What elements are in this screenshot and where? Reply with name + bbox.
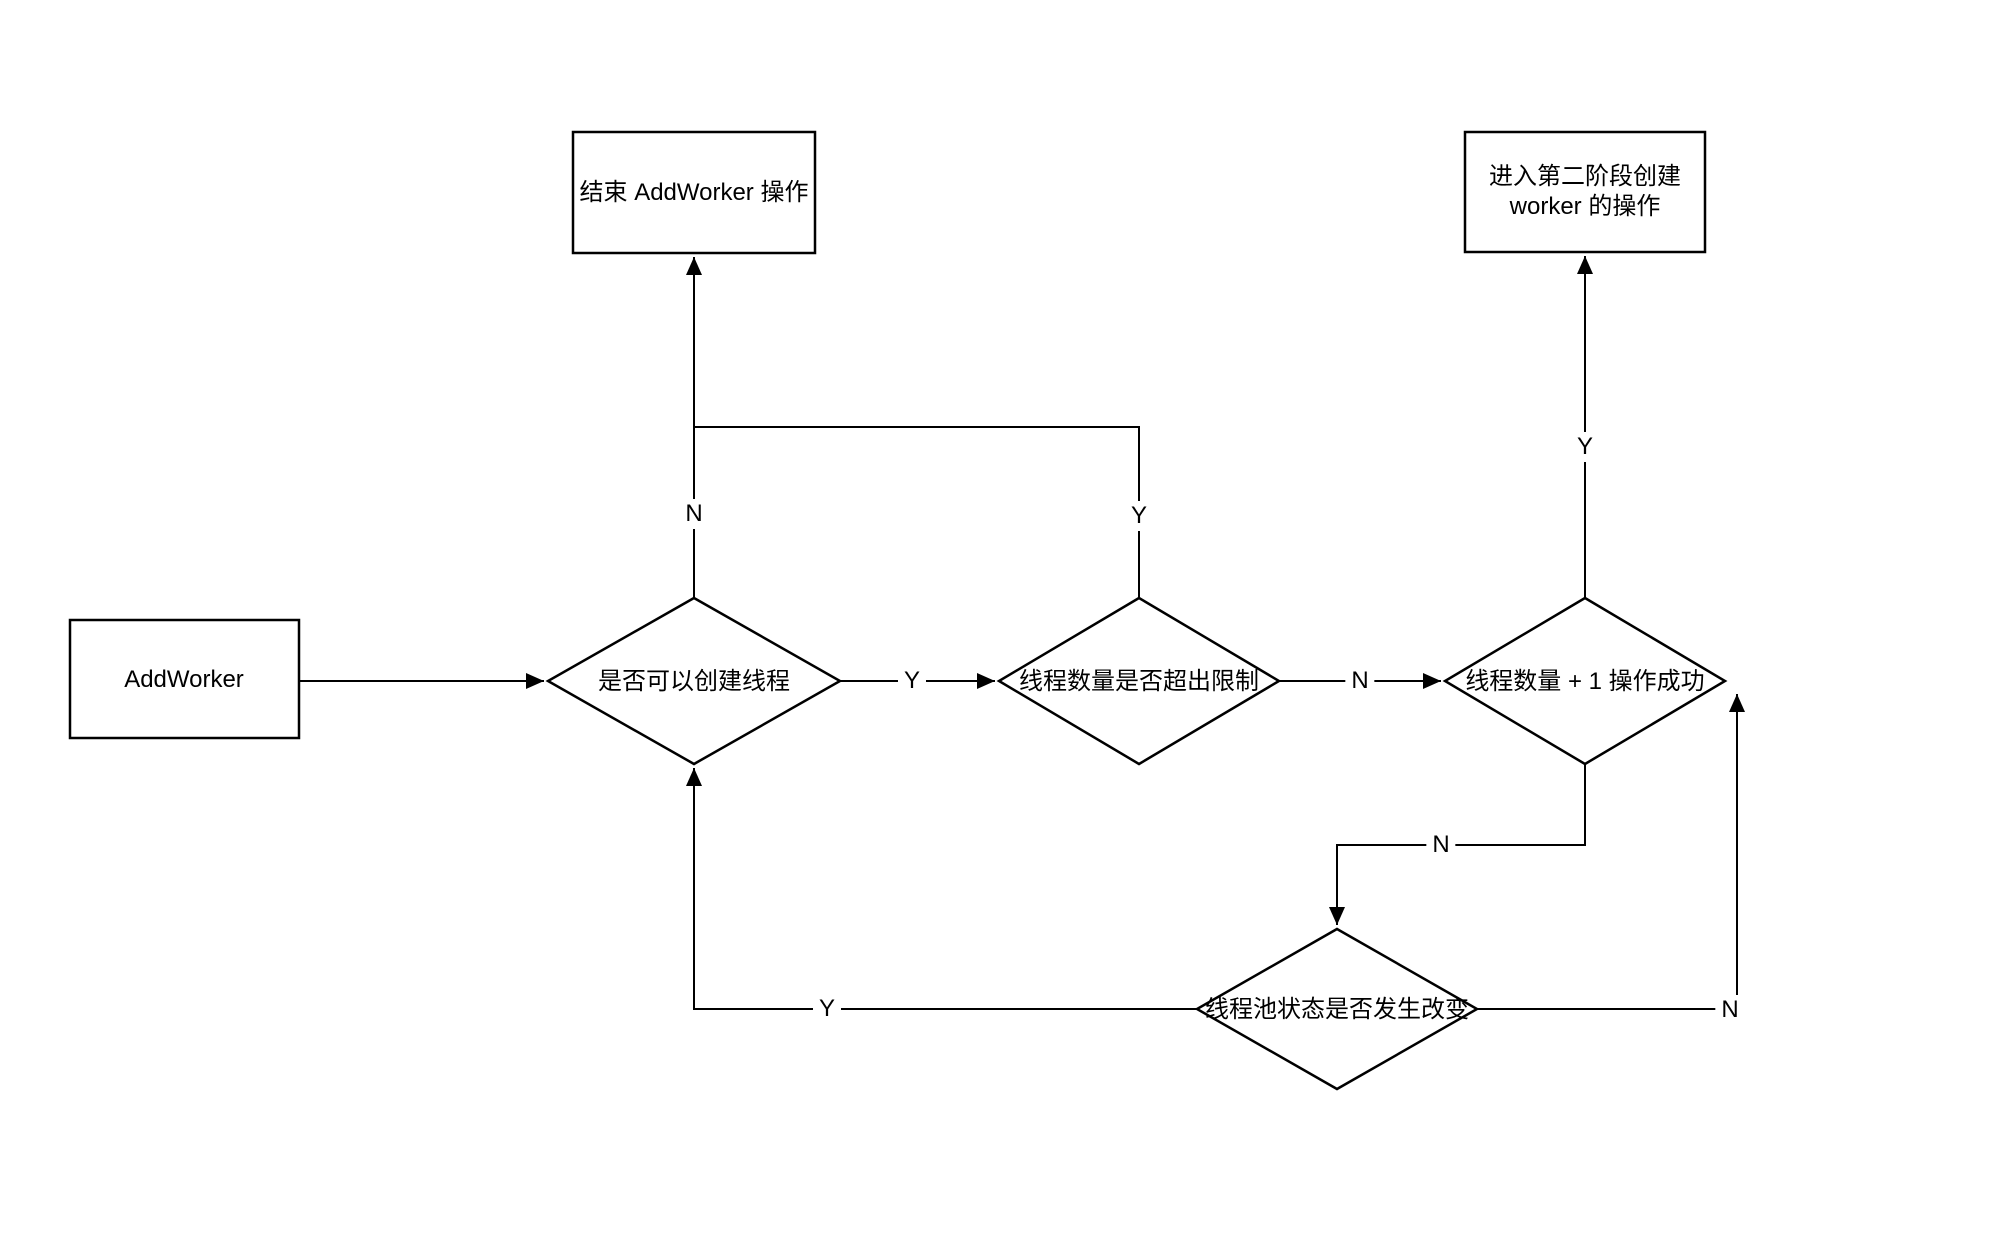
node-addworker-shape (68, 618, 301, 740)
decision-pool-state-changed-label: 线程池状态是否发生改变 (1205, 996, 1469, 1023)
decision-increment-success-shape (1442, 596, 1728, 766)
edge-label-can-create-no: N (679, 499, 709, 529)
decision-can-create-thread-shape (545, 596, 843, 766)
decision-increment-success-label: 线程数量 + 1 操作成功 (1465, 668, 1705, 695)
edge-label-increment-yes: Y (1570, 432, 1600, 462)
edge-label-increment-no: N (1426, 830, 1456, 860)
node-end-addworker-label: 结束 AddWorker 操作 (579, 179, 809, 206)
node-phase2-worker-label: 进入第二阶段创建 worker 的操作 (1489, 163, 1681, 220)
edge-increment-no-to-pool-state (1329, 764, 1586, 925)
edge-label-can-create-yes: Y (897, 666, 927, 696)
edge-pool-changed-yes-to-can-create (686, 768, 1197, 1010)
edge-exceed-limit-yes-to-end (694, 426, 1140, 598)
edge-label-exceed-limit-yes: Y (1124, 501, 1154, 531)
node-end-addworker-shape (571, 130, 817, 255)
edge-label-pool-changed-yes: Y (812, 994, 842, 1024)
edge-label-exceed-limit-no: N (1345, 666, 1375, 696)
decision-count-exceeds-limit-label: 线程数量是否超出限制 (1019, 668, 1259, 695)
node-addworker-label: AddWorker (124, 666, 244, 693)
node-phase2-worker-shape (1463, 130, 1707, 254)
decision-pool-state-changed-shape (1194, 927, 1480, 1091)
decision-can-create-thread-label: 是否可以创建线程 (598, 668, 790, 695)
decision-count-exceeds-limit-shape (996, 596, 1282, 766)
edge-label-pool-changed-no: N (1715, 995, 1745, 1025)
